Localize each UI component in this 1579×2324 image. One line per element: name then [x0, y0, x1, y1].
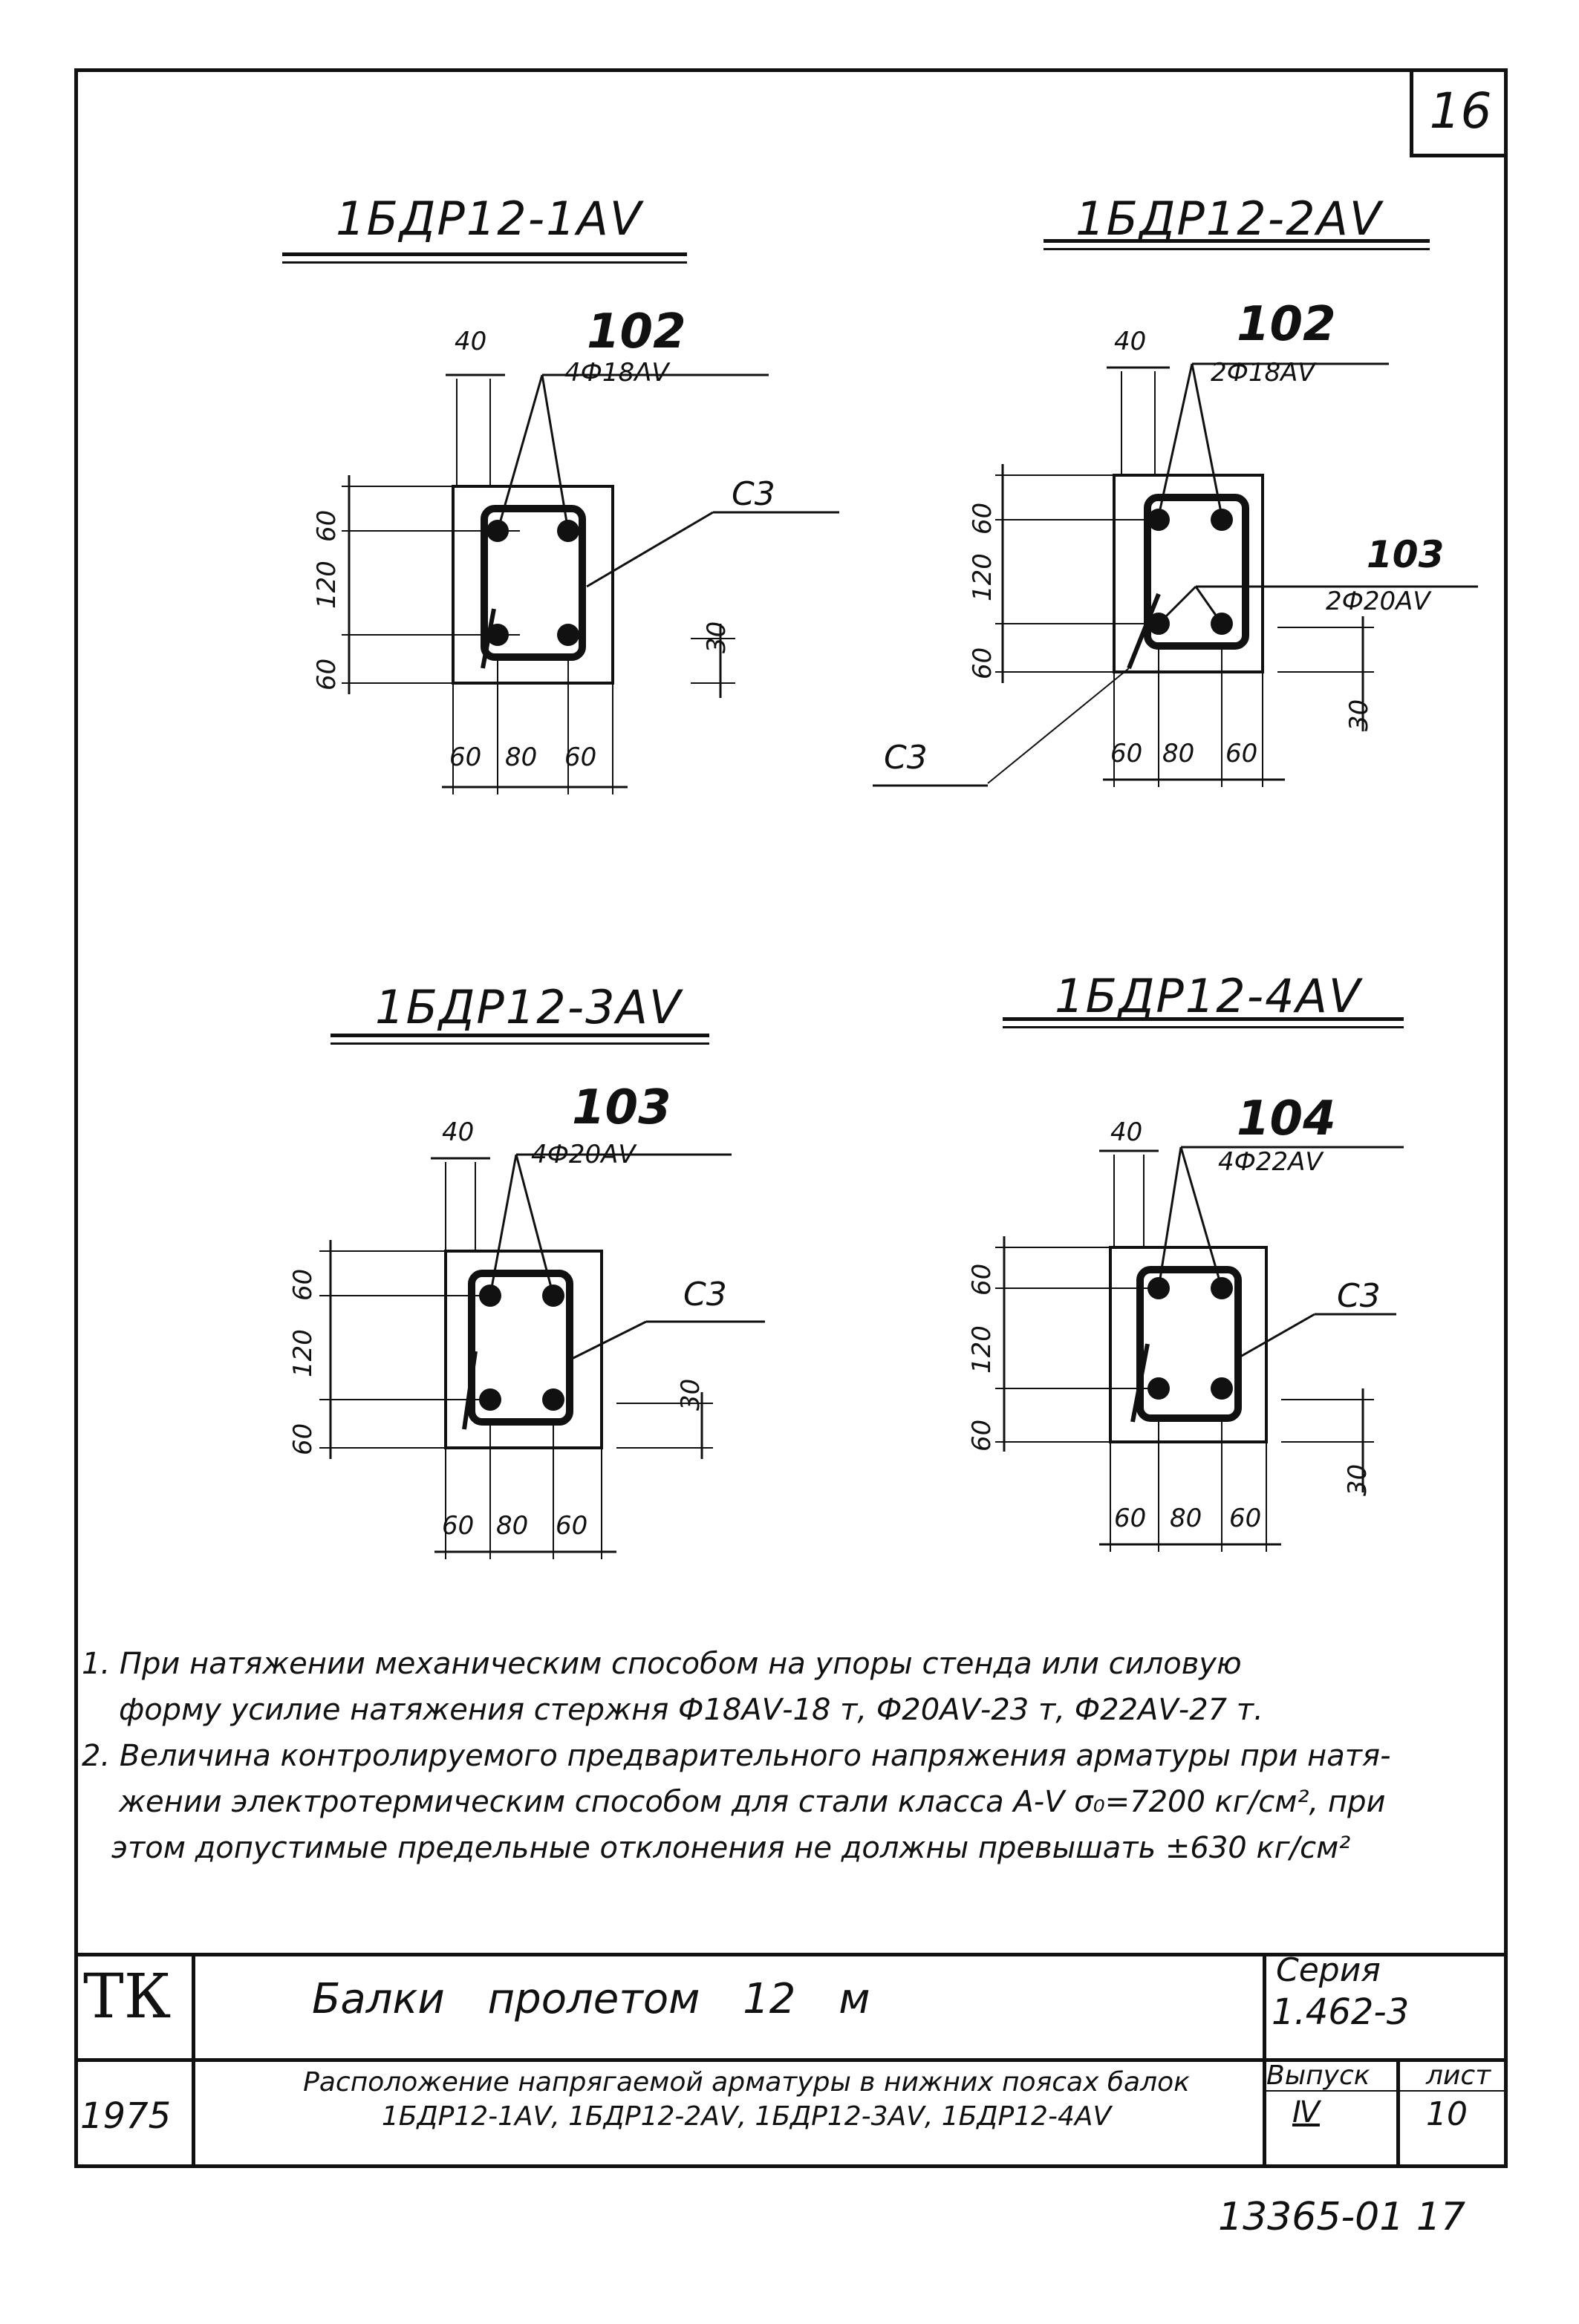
section-title: 1БДР12-1АⅤ [336, 192, 643, 246]
drawing-frame [74, 68, 1508, 2168]
note-line: 1. При натяжении механическим способом н… [82, 1647, 1242, 1681]
title-underline [1003, 1017, 1404, 1021]
bottom-dim: 60 [1114, 1504, 1147, 1533]
tb-line [1263, 1953, 1266, 2168]
bottom-dim: 60 [1110, 739, 1143, 768]
bottom-dim: 80 [505, 742, 538, 772]
clip-label: С3 [884, 739, 928, 777]
issue-value: Ⅳ [1292, 2095, 1320, 2129]
bottom-dim: 60 [449, 742, 482, 772]
title-underline [1044, 248, 1430, 250]
top-dim: 40 [1114, 327, 1147, 356]
title-underline [331, 1042, 709, 1045]
bottom-dim: 80 [1162, 739, 1195, 768]
bar-spec-2: 2Ф20АⅤ [1326, 587, 1430, 616]
subtitle-line: Расположение напрягаемой арматуры в нижн… [303, 2067, 1190, 2098]
sheet-label: лист [1426, 2060, 1491, 2091]
document-number: 13365-01 17 [1218, 2195, 1466, 2239]
title-underline [282, 261, 687, 264]
note-line: этом допустимые предельные отклонения не… [111, 1831, 1351, 1865]
sheet-value: 10 [1426, 2095, 1468, 2133]
bottom-dim: 60 [564, 742, 597, 772]
top-dim: 40 [1110, 1117, 1143, 1147]
bottom-dim: 80 [1170, 1504, 1202, 1533]
drawing-title: Балки пролетом 12 м [312, 1975, 870, 2023]
title-underline [1044, 239, 1430, 243]
notes: 1. При натяжении механическим способом н… [82, 1641, 1493, 1871]
note-line: 2. Величина контролируемого предваритель… [82, 1739, 1391, 1773]
bar-spec: 4Ф22АⅤ [1218, 1147, 1323, 1177]
bar-mark: 102 [587, 304, 686, 359]
note-line: жении электротермическим способом для ст… [119, 1785, 1386, 1819]
tb-line [1396, 2058, 1400, 2168]
bottom-dim: 60 [1229, 1504, 1262, 1533]
bottom-dim: 60 [556, 1511, 588, 1541]
bar-mark: 103 [572, 1080, 671, 1135]
bar-spec: 4Ф18АⅤ [564, 358, 669, 388]
tb-line [74, 1953, 1508, 1956]
top-dim: 40 [455, 327, 487, 356]
subtitle-line: 1БДР12-1АⅤ, 1БДР12-2АⅤ, 1БДР12-3АⅤ, 1БДР… [381, 2101, 1112, 2132]
title-underline [282, 252, 687, 256]
bottom-dim: 60 [442, 1511, 475, 1541]
section-title: 1БДР12-3АⅤ [375, 980, 683, 1034]
bottom-dim: 80 [496, 1511, 529, 1541]
clip-label: С3 [732, 475, 775, 513]
series-value: 1.462-3 [1272, 1991, 1410, 2033]
clip-label: С3 [683, 1276, 727, 1313]
issue-label: Выпуск [1266, 2060, 1370, 2091]
top-dim: 40 [442, 1117, 475, 1147]
drawing-subtitle: Расположение напрягаемой арматуры в нижн… [215, 2066, 1277, 2134]
tb-line [1263, 2090, 1508, 2092]
bar-mark: 104 [1237, 1091, 1336, 1146]
page-number: 16 [1410, 68, 1508, 157]
bottom-dim: 60 [1225, 739, 1258, 768]
tb-line [192, 1953, 195, 2168]
org-mark: ТК [83, 1962, 172, 2032]
section-title: 1БДР12-2АⅤ [1075, 192, 1383, 246]
bar-mark: 102 [1237, 297, 1336, 352]
title-underline [331, 1034, 709, 1037]
tb-line [74, 2058, 1508, 2062]
note-line: форму усилие натяжения стержня Ф18АⅤ-18 … [119, 1693, 1263, 1727]
series-label: Серия [1276, 1951, 1381, 1989]
year: 1975 [80, 2095, 172, 2137]
title-underline [1003, 1026, 1404, 1028]
clip-label: С3 [1337, 1277, 1381, 1315]
bar-mark-2: 103 [1367, 533, 1445, 576]
section-title: 1БДР12-4АⅤ [1055, 969, 1362, 1023]
